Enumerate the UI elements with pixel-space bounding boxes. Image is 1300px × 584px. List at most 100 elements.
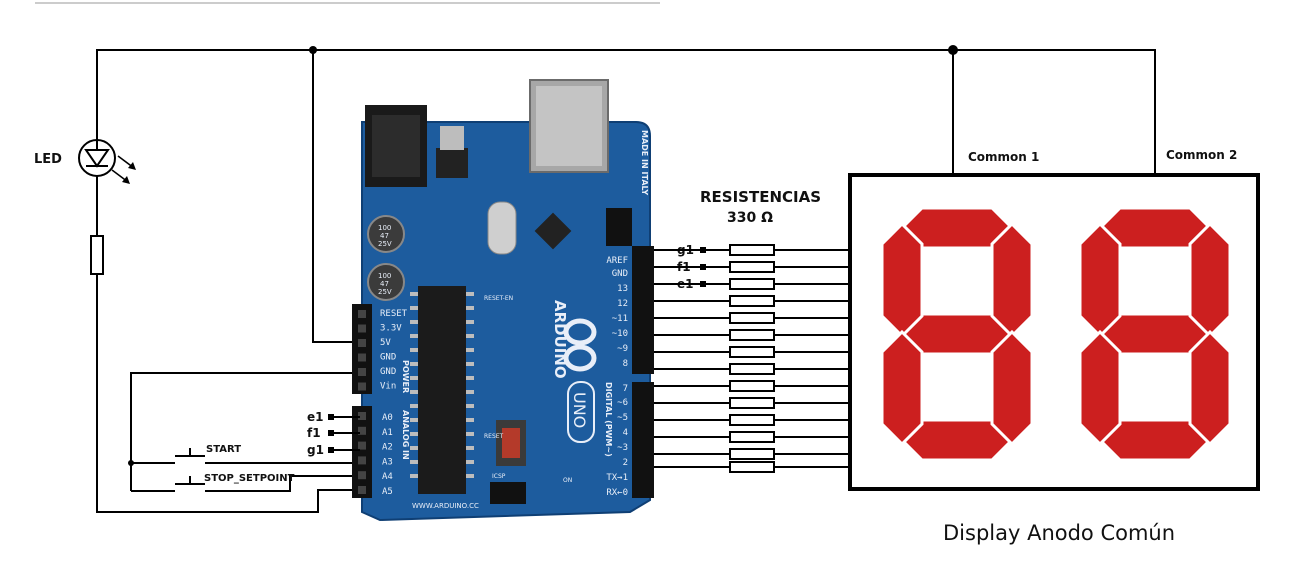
svg-text:47: 47: [380, 280, 389, 288]
resistor: [729, 295, 775, 307]
segment-e: [880, 329, 924, 447]
segment-c: [990, 329, 1034, 447]
digital-pin-label: ~5: [617, 413, 628, 423]
resistor: [729, 380, 775, 392]
digital-pin-label: RX←0: [606, 488, 628, 498]
digital-pin-label: 4: [623, 428, 628, 438]
header-pin: [358, 486, 366, 494]
power-pin-label: 3.3V: [380, 324, 402, 334]
resistor: [729, 431, 775, 443]
header-pin: [358, 456, 366, 465]
led-label: LED: [34, 152, 62, 167]
digital-header-top: [632, 246, 654, 374]
resistor: [729, 448, 775, 460]
digital-pin-label: 8: [623, 359, 628, 369]
analog-pin-label: A2: [382, 443, 393, 453]
stop-button-symbol: [175, 476, 205, 485]
analog-pin-label: A1: [382, 428, 393, 438]
power-pin-label: RESET: [380, 309, 408, 319]
arduino-uno-board: 100 47 25V 100 47 25V RESET ICSP: [352, 79, 654, 522]
digit-1: [880, 206, 1034, 462]
digital-pin-label: GND: [612, 269, 628, 279]
digital-pin-label: ~6: [617, 398, 628, 408]
reset-button-label: RESET: [484, 433, 504, 440]
digital-pin-label: AREF: [606, 256, 628, 266]
reset-en-label: RESET-EN: [484, 295, 513, 302]
led-resistor: [90, 235, 104, 275]
junction-dot: [128, 460, 134, 466]
arduino-text: ARDUINO: [551, 300, 569, 379]
header-pin: [358, 382, 366, 391]
atmega-chip: [418, 286, 466, 494]
digital-pin-label: 7: [623, 384, 628, 394]
icsp-bottom-header: [490, 482, 526, 504]
common1-label: Common 1: [968, 150, 1039, 164]
digital-pin-label: ~9: [617, 344, 628, 354]
header-pin: [358, 441, 366, 450]
crystal: [487, 201, 517, 255]
power-pin-label: GND: [380, 367, 396, 377]
segment-e: [1078, 329, 1122, 447]
svg-text:47: 47: [380, 232, 389, 240]
segment-b: [1188, 221, 1232, 339]
start-label: START: [206, 444, 241, 455]
stop-right-wire: [205, 475, 360, 492]
resistor-bank: [654, 244, 850, 473]
svg-text:25V: 25V: [378, 288, 392, 296]
signal-terminal: [328, 447, 334, 453]
voltage-regulator: [436, 148, 468, 178]
led-a5-wire: [96, 274, 360, 513]
signal-terminal: [328, 430, 334, 436]
signal-label: e1: [307, 410, 324, 424]
resistor: [729, 461, 775, 473]
resistor: [729, 346, 775, 358]
resistor: [729, 397, 775, 409]
digital-pin-label: TX→1: [606, 473, 628, 483]
resistors-value: 330 Ω: [727, 210, 773, 226]
header-pin: [358, 426, 366, 435]
junction-dot: [309, 46, 317, 54]
header-pin: [358, 324, 366, 333]
svg-text:UNO: UNO: [570, 392, 589, 428]
digital-pin-label: ~11: [612, 314, 628, 324]
resistor: [729, 414, 775, 426]
analog-header: [352, 406, 372, 498]
header-pin: [358, 368, 366, 376]
icsp-header: [606, 208, 632, 246]
resistor: [729, 329, 775, 341]
svg-text:100: 100: [378, 224, 391, 232]
segment-c: [1188, 329, 1232, 447]
icsp-label: ICSP: [492, 473, 506, 480]
website-text: WWW.ARDUINO.CC: [412, 502, 479, 510]
resistors-title: RESISTENCIAS: [700, 188, 821, 206]
svg-text:100: 100: [378, 272, 391, 280]
uno-badge: UNO: [567, 381, 595, 443]
start-button-symbol: [175, 448, 205, 457]
capacitor: [367, 215, 405, 253]
analog-pin-label: A4: [382, 472, 393, 482]
digital-pin-label: 2: [623, 458, 628, 468]
top-bus-wire: [96, 49, 1156, 175]
digital-pin-label: ~10: [612, 329, 628, 339]
resistor: [729, 244, 775, 256]
power-pin-label: 5V: [380, 338, 391, 348]
signal-label: f1: [307, 426, 321, 440]
resistor: [729, 278, 775, 290]
on-label: ON: [563, 477, 572, 484]
common2-label: Common 2: [1166, 148, 1237, 162]
stop-setpoint-label: STOP_SETPOINT: [204, 473, 295, 484]
power-label: POWER: [401, 360, 410, 393]
header-pin: [358, 412, 366, 420]
analog-pin-label: A5: [382, 487, 393, 497]
svg-text:25V: 25V: [378, 240, 392, 248]
junction-dot: [948, 45, 958, 55]
segment-f: [880, 221, 924, 339]
header-pin: [358, 471, 366, 480]
digital-pin-label: 12: [617, 299, 628, 309]
resistor: [729, 261, 775, 273]
gnd-wire: [130, 372, 360, 491]
resistor: [729, 312, 775, 324]
